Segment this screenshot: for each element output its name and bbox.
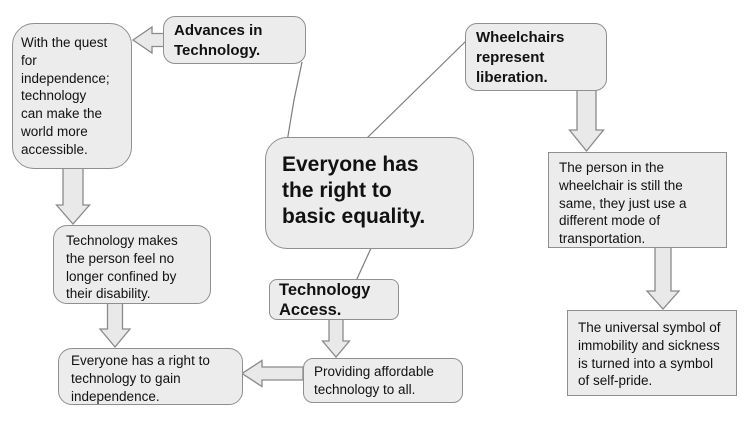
edge-wheelchairs-to-person-arrow (568, 89, 605, 153)
edge-advances-to-equality-line (286, 61, 303, 143)
edge-equality-to-access-line (355, 245, 373, 282)
node-quest-for-independence: With the quest for independence; technol… (12, 23, 132, 169)
node-providing-affordable-technology: Providing affordable technology to all. (303, 358, 463, 403)
node-person-in-wheelchair: The person in the wheelchair is still th… (548, 152, 727, 248)
edge-equality-to-wheelchairs-line (365, 40, 467, 140)
edge-confined-to-righttech-arrow (98, 302, 132, 349)
node-universal-symbol: The universal symbol of immobility and s… (567, 310, 737, 396)
node-advances-in-technology: Advances in Technology. (163, 16, 306, 64)
node-right-to-technology: Everyone has a right to technology to ga… (58, 348, 243, 405)
edge-quest-to-confined-arrow (55, 167, 91, 225)
edge-person-to-symbol-arrow (645, 246, 681, 310)
node-wheelchairs-represent-liberation: Wheelchairs represent liberation. (465, 23, 607, 91)
node-technology-access: Technology Access. (269, 279, 399, 320)
node-everyone-basic-equality: Everyone has the right to basic equality… (265, 137, 474, 249)
edge-access-to-providing-arrow (321, 318, 351, 359)
edge-providing-to-righttech-arrow (240, 359, 304, 388)
edge-advances-to-quest-arrow (131, 25, 165, 55)
node-technology-no-longer-confined: Technology makes the person feel no long… (53, 225, 211, 304)
